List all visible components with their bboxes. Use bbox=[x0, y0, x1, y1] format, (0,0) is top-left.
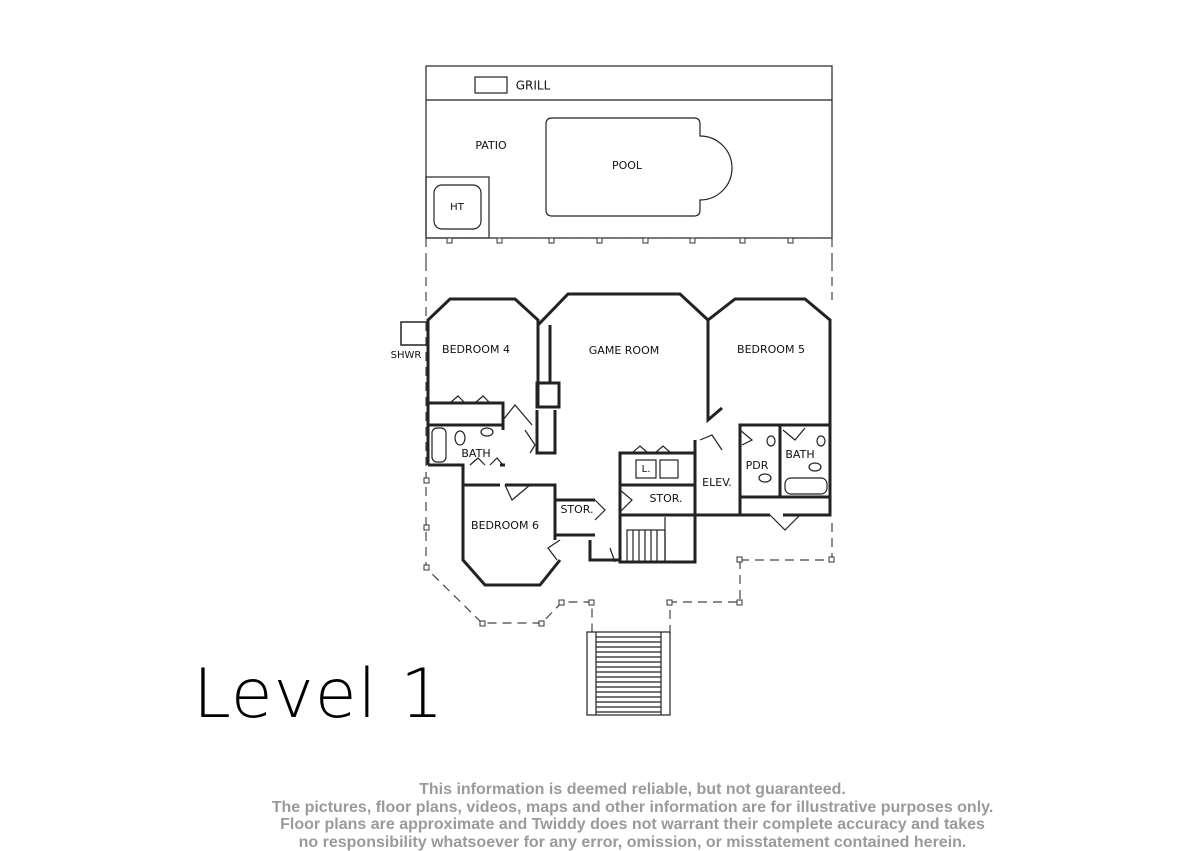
disclaimer-line: Floor plans are approximate and Twiddy d… bbox=[200, 816, 1065, 834]
elevator-label: ELEV. bbox=[702, 476, 732, 489]
front-steps bbox=[587, 632, 670, 715]
bedroom-4-label: BEDROOM 4 bbox=[442, 343, 510, 356]
patio-label: PATIO bbox=[475, 139, 507, 152]
bath-left-label: BATH bbox=[461, 447, 490, 460]
laundry-label: L. bbox=[642, 464, 651, 475]
disclaimer: This information is deemed reliable, but… bbox=[200, 781, 1065, 851]
interior-stairs bbox=[627, 517, 665, 562]
hot-tub-label: HT bbox=[450, 202, 465, 213]
shower-label: SHWR bbox=[391, 350, 422, 361]
powder-room-label: PDR bbox=[746, 459, 769, 472]
pool-label: POOL bbox=[612, 159, 643, 172]
level-title: Level 1 bbox=[193, 655, 444, 734]
disclaimer-line: The pictures, floor plans, videos, maps … bbox=[200, 799, 1065, 817]
disclaimer-line: This information is deemed reliable, but… bbox=[200, 781, 1065, 799]
bedroom-6-label: BEDROOM 6 bbox=[471, 519, 539, 532]
patio-area bbox=[426, 66, 832, 238]
grill-icon bbox=[475, 77, 507, 93]
storage-left-label: STOR. bbox=[560, 503, 593, 516]
game-room-label: GAME ROOM bbox=[589, 344, 659, 357]
bath-right-label: BATH bbox=[785, 448, 814, 461]
grill-label: GRILL bbox=[516, 79, 551, 93]
walls bbox=[401, 294, 830, 585]
storage-center-label: STOR. bbox=[649, 492, 682, 505]
bedroom-5-label: BEDROOM 5 bbox=[737, 343, 805, 356]
disclaimer-line: no responsibility whatsoever for any err… bbox=[200, 834, 1065, 851]
